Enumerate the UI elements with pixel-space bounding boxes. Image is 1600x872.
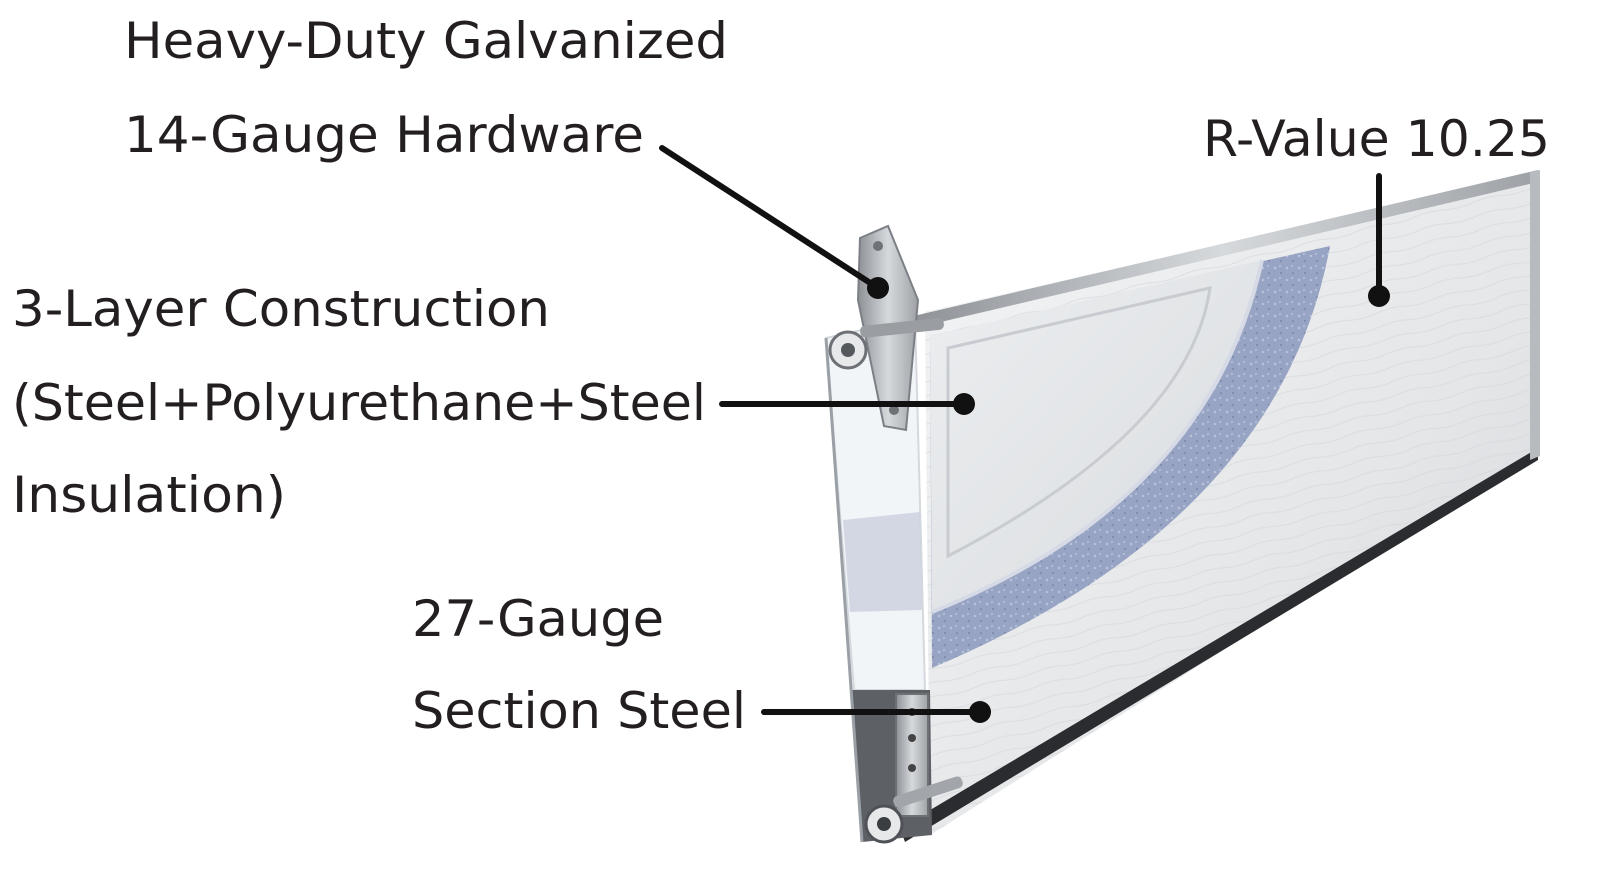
inner-steel-layer bbox=[930, 260, 1262, 612]
construction-callout-line1: 3-Layer Construction bbox=[12, 280, 550, 338]
callout-steel: 27-Gauge Section Steel bbox=[412, 590, 746, 740]
cutaway-layers bbox=[930, 246, 1330, 668]
end-cap-foam bbox=[843, 512, 922, 612]
callout-hardware: Heavy-Duty Galvanized 14-Gauge Hardware bbox=[124, 12, 728, 164]
steel-callout-line1: 27-Gauge bbox=[412, 590, 664, 648]
hardware-callout-line1: Heavy-Duty Galvanized bbox=[124, 12, 728, 70]
callout-construction: 3-Layer Construction (Steel+Polyurethane… bbox=[12, 280, 706, 524]
construction-callout-line2: (Steel+Polyurethane+Steel bbox=[12, 374, 706, 432]
rvalue-leader-dot bbox=[1368, 285, 1390, 307]
bottom-edge bbox=[900, 448, 1538, 842]
rvalue-callout: R-Value 10.25 bbox=[1203, 110, 1550, 168]
hardware-leader-line bbox=[659, 145, 881, 291]
construction-leader-dot bbox=[953, 393, 975, 415]
steel-leader-dot bbox=[969, 701, 991, 723]
inner-panel-detail bbox=[946, 286, 1212, 559]
end-cap-edge bbox=[824, 337, 864, 843]
top-hinge bbox=[828, 224, 944, 432]
bottom-hinge-pin bbox=[893, 776, 963, 808]
right-edge bbox=[1530, 170, 1540, 460]
leader-lines bbox=[659, 145, 1390, 723]
steel-callout-line2: Section Steel bbox=[412, 682, 746, 740]
construction-callout-line3: Insulation) bbox=[12, 466, 286, 524]
hardware-callout-line2: 14-Gauge Hardware bbox=[124, 106, 644, 164]
hardware-leader-dot bbox=[867, 277, 889, 299]
foam-edge bbox=[931, 259, 1264, 614]
hinge-pin bbox=[860, 317, 944, 338]
